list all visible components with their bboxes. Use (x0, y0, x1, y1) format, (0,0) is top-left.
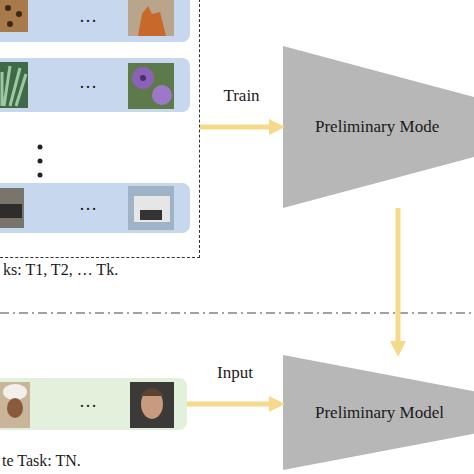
ellipsis-mark: … (79, 72, 97, 93)
vertical-dots (38, 173, 43, 178)
task-row (0, 183, 190, 233)
image-thumbnail (128, 63, 174, 109)
image-thumbnail (0, 382, 30, 428)
vertical-dots (38, 145, 43, 150)
image-thumbnail (0, 188, 24, 228)
model-trapezoid: Preliminary Model (283, 355, 474, 470)
model-trapezoid: Preliminary Mode (283, 46, 474, 208)
task-row (0, 58, 190, 112)
image-detail (132, 67, 154, 89)
trapezoid-fill (283, 46, 474, 208)
image-detail (134, 196, 170, 222)
model-label: Preliminary Model (315, 403, 444, 423)
flow-arrow (200, 125, 269, 130)
image-detail (5, 5, 11, 11)
image-thumbnail (0, 62, 28, 108)
task-caption: te Task: TN. (2, 452, 81, 470)
ellipsis-mark: … (79, 391, 97, 412)
image-detail (140, 388, 164, 396)
ellipsis-mark: … (79, 6, 97, 27)
image-detail (140, 75, 146, 81)
image-thumbnail (0, 0, 28, 32)
image-detail (2, 66, 26, 106)
vertical-dots (38, 159, 43, 164)
model-label: Preliminary Mode (315, 117, 439, 137)
ellipsis-mark: … (79, 194, 97, 215)
image-detail (7, 398, 23, 418)
image-detail (7, 21, 13, 27)
image-detail (0, 204, 22, 218)
separator-line (0, 312, 474, 313)
image-detail (138, 6, 166, 36)
image-detail (141, 389, 163, 419)
image-thumbnail (128, 0, 174, 36)
trapezoid-fill (283, 355, 474, 470)
flow-arrow (187, 402, 269, 407)
task-caption: ks: T1, T2, … Tk. (3, 261, 118, 279)
image-detail (140, 210, 162, 220)
edge-label: Train (223, 86, 259, 106)
image-thumbnail (128, 186, 174, 230)
edge-label: Input (217, 363, 253, 383)
image-detail (152, 85, 172, 105)
task-row (0, 0, 190, 42)
flow-arrow (396, 208, 401, 341)
image-detail (16, 11, 22, 17)
image-detail (3, 384, 27, 400)
image-thumbnail (130, 382, 174, 428)
